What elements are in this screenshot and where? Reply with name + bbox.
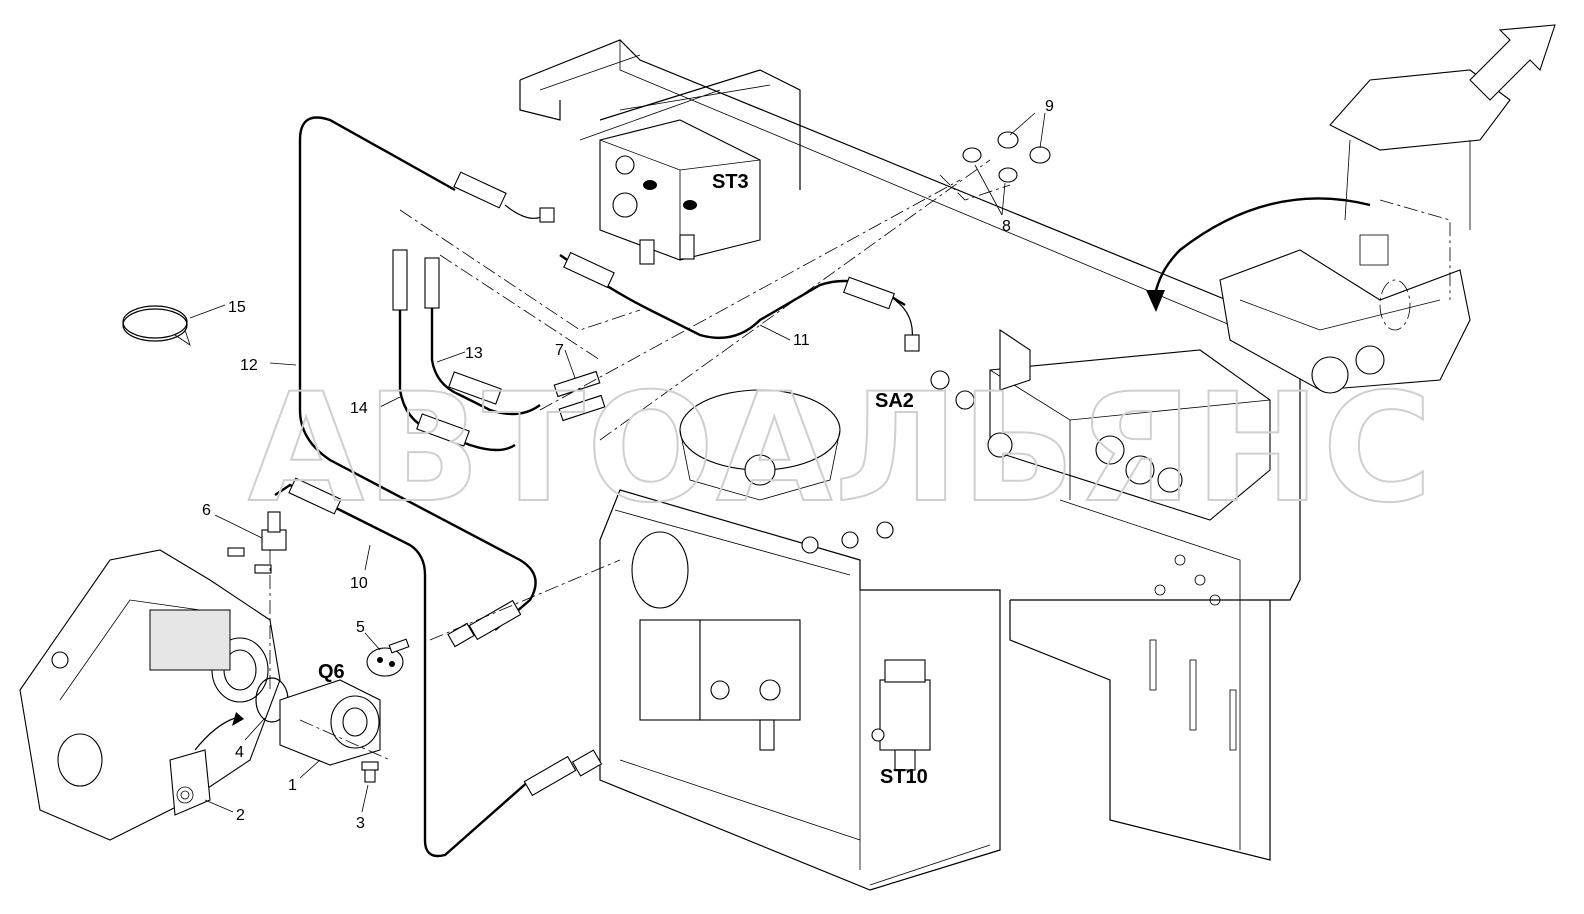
- label-8: 8: [1002, 218, 1011, 235]
- label-10: 10: [350, 575, 368, 592]
- label-6: 6: [202, 502, 211, 519]
- label-11: 11: [793, 332, 810, 349]
- pump-housing: [19, 549, 281, 841]
- label-4: 4: [235, 744, 244, 761]
- hose-11: [559, 254, 906, 339]
- location-arrow: [1153, 197, 1371, 296]
- flange: [366, 638, 410, 677]
- hose-13-fittings: [424, 257, 502, 405]
- code-st3: ST3: [712, 171, 749, 193]
- label-14: 14: [350, 400, 368, 417]
- label-5: 5: [356, 619, 365, 636]
- bolt: [361, 761, 379, 783]
- valve-block-st3: [599, 119, 761, 265]
- hydraulic-tank: [599, 489, 1001, 891]
- cable-tie: [122, 305, 191, 346]
- code-sa2: SA2: [875, 390, 914, 412]
- label-13: 13: [465, 345, 483, 362]
- label-9: 9: [1045, 98, 1054, 115]
- hose-14-fittings: [392, 249, 470, 447]
- label-3: 3: [356, 815, 365, 832]
- apply-arrow: [194, 717, 236, 751]
- assembly-lines: [269, 159, 1011, 761]
- code-st10: ST10: [880, 766, 928, 788]
- elbow-fitting: [227, 511, 287, 574]
- location-arrowhead: [1146, 290, 1165, 312]
- watermark: АВТОАЛЬЯНС: [248, 362, 1434, 536]
- nuts: [962, 131, 1051, 183]
- valve-manifold-sa2: [930, 328, 1271, 521]
- label-1: 1: [288, 777, 297, 794]
- code-q6: Q6: [318, 661, 345, 683]
- part-number-labels: 1 2 3 4 5 6 7 8 9 10 11 12 13 14 15: [202, 98, 1054, 832]
- hose-10-fittings: [288, 477, 603, 797]
- screw-fittings: [553, 370, 606, 422]
- hose-13: [430, 300, 541, 416]
- hose-10: [274, 483, 531, 858]
- leader-lines: [189, 112, 1046, 813]
- label-15: 15: [228, 299, 246, 316]
- hose-12: [298, 116, 537, 631]
- sealant-tube: [169, 749, 211, 816]
- component-code-labels: ST3 SA2 Q6 ST10: [318, 171, 928, 788]
- view-arrow: [1469, 24, 1556, 101]
- apply-arrowhead: [232, 712, 244, 726]
- filter-housing: [679, 389, 841, 501]
- accumulator-valve-stack: [631, 521, 894, 751]
- valve-st10: [871, 659, 931, 771]
- label-2: 2: [236, 807, 245, 824]
- hose-12-fitting: [453, 171, 555, 223]
- paver-machine-overview: [1219, 69, 1511, 394]
- hose-11-fittings: [563, 251, 920, 352]
- label-12: 12: [240, 357, 258, 374]
- label-7: 7: [555, 342, 564, 359]
- gear-pump-q6: [279, 679, 381, 766]
